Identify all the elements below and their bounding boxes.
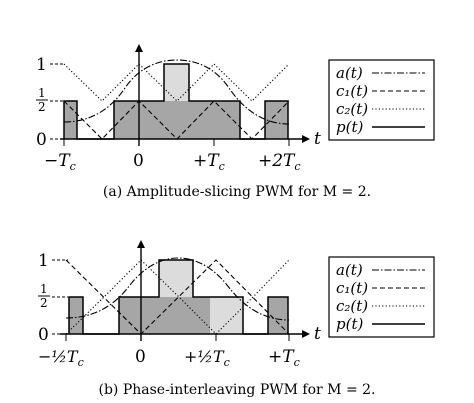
panel-b-legend-label: c₂(t) [336,297,368,315]
panel-a-ytick-half-den: 2 [38,100,46,114]
panel-b-ytick-zero: 0 [38,325,49,345]
panel-a-xtick-label: −Tc [44,151,76,173]
panel-a-pulse-outline [63,63,289,140]
panel-a: 1 1 2 0 t −Tc 0 +Tc +2Tc a(t) c₁(t) c₂(t… [36,44,435,200]
panel-b-y-arrow [137,240,145,248]
panel-b-pulse-dark [193,297,210,334]
panel-b-a-curve [65,257,290,321]
panel-b-legend-label: c₁(t) [336,279,368,297]
panel-a-y-arrow [135,44,143,52]
panel-b-pulse-dark [268,297,288,334]
panel-a-pulse-dark [265,101,288,139]
panel-a-ytick-one: 1 [36,55,47,75]
panel-a-xtick-label: +2Tc [258,151,301,173]
panel-a-legend-label: c₂(t) [336,100,368,118]
panel-a-a-curve [63,59,290,125]
panel-a-xtick-label: 0 [133,151,144,171]
panel-a-legend-label: c₁(t) [336,82,368,100]
panel-b-axis-label: t [314,324,321,344]
panel-b-xtick-label: 0 [135,347,146,367]
panel-a-axis-label: t [314,129,321,149]
panel-b-legend-label: p(t) [336,315,363,333]
panel-b-pulse-outline [68,259,289,335]
panel-a-ytick-half-num: 1 [38,86,46,100]
panel-b-x-arrow [302,330,310,338]
panel-b-caption: (b) Phase-interleaving PWM for M = 2. [98,382,375,398]
panel-b-ytick-half-num: 1 [40,282,48,296]
panel-b-ytick-half-den: 2 [40,296,48,310]
panel-b-pulse-light [159,260,193,297]
panel-a-pulse-dark [64,101,77,139]
panel-b-c1-curve [65,259,290,335]
panel-b-pulse-dark [119,297,159,334]
panel-a-x-arrow [302,135,310,143]
panel-b-legend-label: a(t) [336,261,363,279]
panel-a-caption: (a) Amplitude-slicing PWM for M = 2. [103,184,371,200]
panel-a-ytick-zero: 0 [36,130,47,150]
panel-b-xtick-label: −½Tc [38,347,84,369]
panel-a-legend-label: p(t) [336,118,363,136]
panel-b: 1 1 2 0 t −½Tc 0 +½Tc +Tc a(t) c₁(t) c₂(… [38,240,435,398]
panel-b-xtick-label: +Tc [268,347,300,369]
panel-b-xtick-label: +½Tc [184,347,230,369]
panel-a-pulse-light [164,64,189,101]
panel-a-pulse-dark [114,101,240,139]
panel-a-xtick-label: +Tc [193,151,225,173]
panel-b-pulse-light [210,297,243,334]
panel-b-pulse-dark [69,297,83,334]
panel-a-legend-label: a(t) [336,64,363,82]
panel-b-ytick-one: 1 [38,251,49,271]
